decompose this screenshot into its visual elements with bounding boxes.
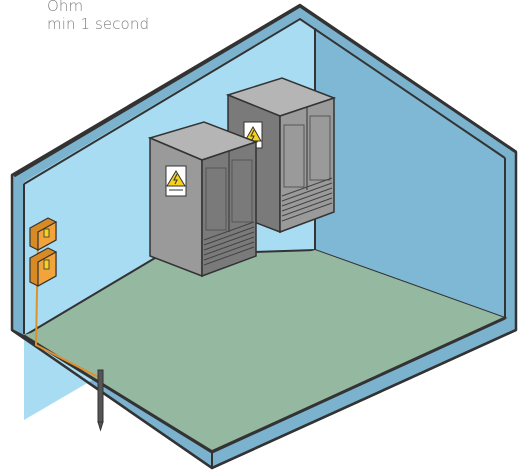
caption: Ohm min 1 second: [47, 0, 149, 33]
caption-line-1: Ohm: [47, 0, 84, 15]
earthing-panel-top: [29, 217, 57, 252]
earthing-panel-bottom: [29, 247, 57, 288]
floor-main: [24, 250, 505, 450]
right-wall-face: [300, 18, 505, 318]
electrical-cabinet-front: [147, 121, 259, 278]
caption-line-2: min 1 second: [47, 15, 150, 33]
wall-inner-edge: [23, 17, 506, 185]
earth-rod: [97, 369, 104, 432]
cabinet-vent: [203, 221, 255, 266]
left-wall-thickness: [11, 176, 25, 337]
cabinet-vent: [281, 177, 333, 222]
wall-top-edge: [13, 4, 517, 178]
high-voltage-warning-icon: [165, 165, 187, 197]
